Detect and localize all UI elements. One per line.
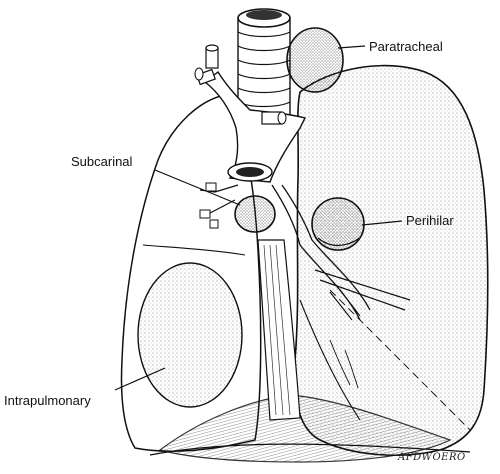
left-lung — [293, 64, 489, 456]
perihilar-leader — [361, 220, 403, 226]
perihilar-node — [311, 197, 365, 251]
artist-signature: AFDWOERO — [398, 452, 466, 463]
bronchi — [199, 182, 411, 321]
intrapulmonary-label: Intrapulmonary — [4, 393, 91, 408]
subcarinal-leader — [154, 169, 241, 206]
paratracheal-node — [286, 27, 344, 93]
subcarinal-node — [234, 195, 276, 233]
paratracheal-leader — [337, 45, 366, 49]
great-vessels — [194, 44, 307, 183]
intrapulmonary-leader — [114, 367, 166, 391]
right-lung-fissure — [142, 244, 246, 256]
perihilar-label: Perihilar — [406, 213, 454, 228]
subcarinal-label: Subcarinal — [71, 154, 133, 169]
right-lung — [120, 94, 262, 453]
paratracheal-label: Paratracheal — [369, 39, 443, 54]
intrapulmonary-node — [137, 262, 243, 408]
esophagus — [257, 239, 361, 421]
